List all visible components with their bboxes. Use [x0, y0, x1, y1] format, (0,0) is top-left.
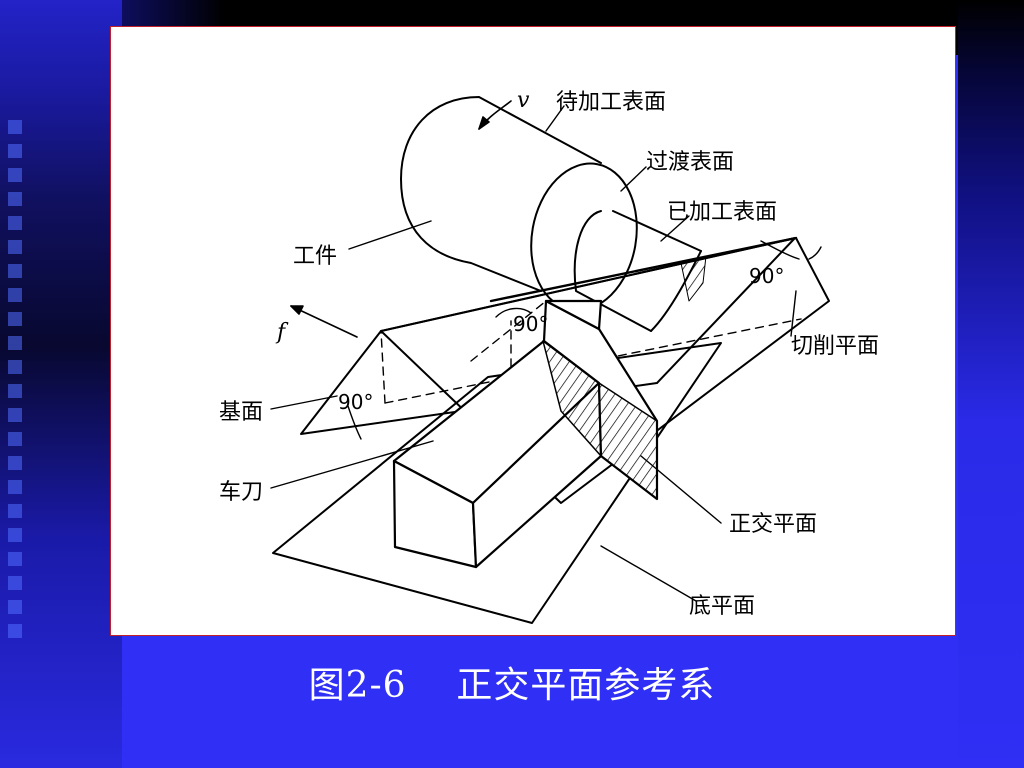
angle-top-right-label: 90° [749, 264, 784, 288]
workpiece-label: 工件 [293, 244, 337, 269]
orthogonal-plane-label: 正交平面 [729, 512, 817, 537]
leader-lines [270, 105, 797, 602]
feed-label: f [275, 320, 289, 345]
speed-arrow [478, 100, 512, 130]
workpiece-large-cylinder [400, 96, 602, 292]
angle-center-label: 90° [513, 312, 548, 336]
turning-tool-label: 车刀 [219, 480, 263, 505]
surface-to-machine-label: 待加工表面 [556, 90, 666, 115]
orthogonal-plane-diagram: v 待加工表面 过渡表面 已加工表面 工件 f 切削平面 基面 车刀 正交平面 … [219, 88, 879, 624]
figure-number: 图2-6 [308, 665, 407, 706]
left-decor-band [0, 0, 122, 768]
workpiece-small-cylinder [573, 210, 702, 332]
cutting-plane-label: 切削平面 [791, 334, 879, 359]
angle-arcs [347, 240, 822, 440]
machined-surface-label: 已加工表面 [667, 200, 777, 225]
figure-title: 正交平面参考系 [456, 665, 716, 706]
figure-panel: v 待加工表面 过渡表面 已加工表面 工件 f 切削平面 基面 车刀 正交平面 … [110, 26, 956, 636]
right-decor-band [958, 0, 1024, 768]
angle-left-label: 90° [338, 390, 373, 414]
left-decor-squares [2, 120, 32, 648]
base-plane-label: 基面 [219, 400, 263, 425]
transition-surface-label: 过渡表面 [646, 150, 734, 175]
bottom-plane [272, 342, 722, 624]
figure-caption: 图2-6 正交平面参考系 [0, 656, 1024, 708]
main-cutting-edge [489, 236, 798, 303]
orthogonal-plane-hatch [542, 340, 658, 500]
caption-gap [407, 665, 457, 706]
speed-label: v [517, 88, 530, 113]
feed-arrow [290, 305, 358, 338]
bottom-plane-label: 底平面 [689, 594, 755, 619]
